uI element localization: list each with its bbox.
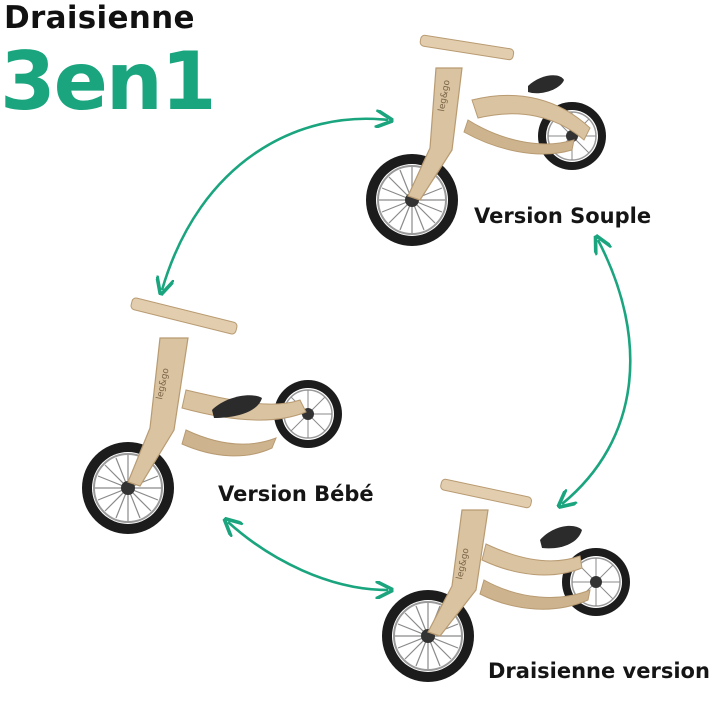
bike-version-souple: leg&go [365, 34, 607, 247]
bike-version-bebe: leg&go [81, 297, 343, 535]
title-line-1: Draisienne [4, 0, 195, 36]
cycle-arrow-bottom [228, 522, 388, 590]
cycle-arrow-top [162, 119, 388, 290]
bike-draisienne-version: leg&go [381, 478, 631, 683]
title-line-2: 3en1 [0, 35, 217, 128]
label-draisienne-version: Draisienne version [488, 659, 710, 683]
label-version-bebe: Version Bébé [218, 482, 374, 506]
cycle-arrow-right [562, 240, 632, 504]
label-version-souple: Version Souple [474, 204, 652, 228]
